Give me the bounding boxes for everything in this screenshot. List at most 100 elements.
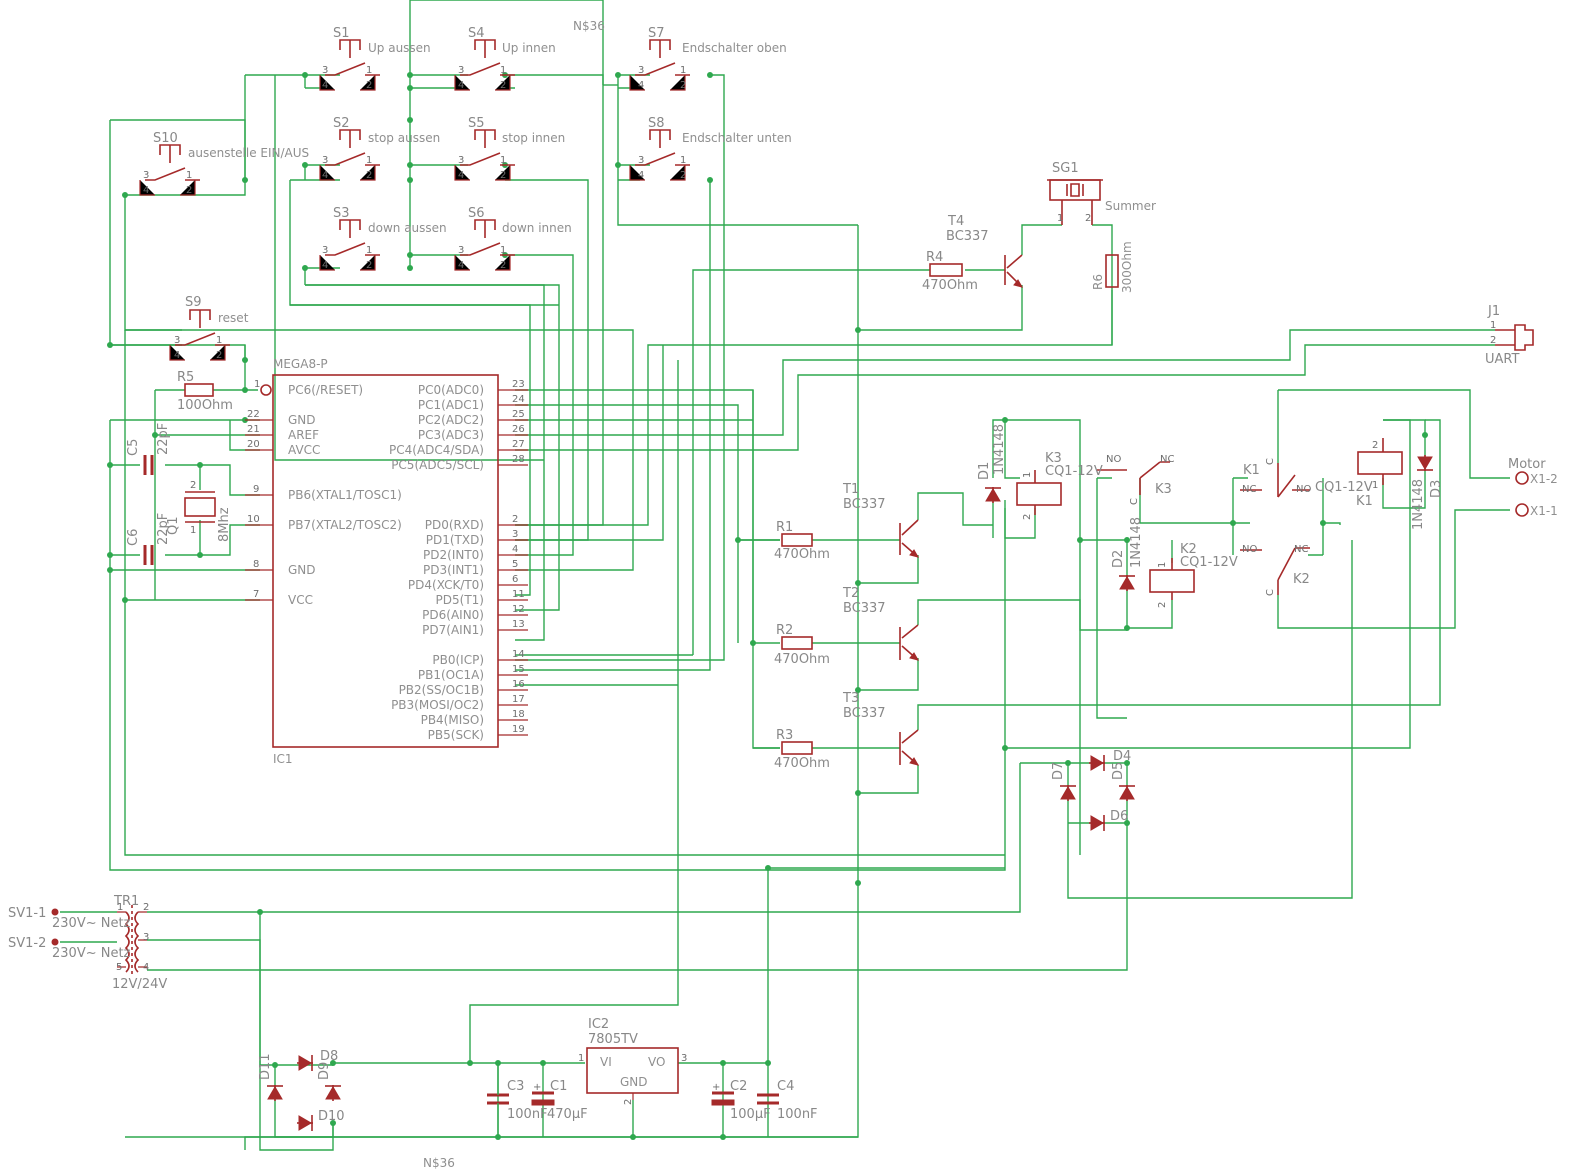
ic1-rpin-name-9: PD3(INT1) bbox=[423, 563, 484, 577]
s4-pin2: 2 bbox=[500, 80, 506, 91]
ic1-lpin-name-3: AVCC bbox=[288, 443, 320, 457]
ic1-rpin-name-11: PD5(T1) bbox=[436, 593, 484, 607]
switch-s8: S8 Endschalter unten 3 1 4 2 bbox=[629, 116, 792, 181]
switch-s10: S10 ausenstelle EIN/AUS 3 1 4 2 bbox=[139, 131, 309, 196]
d6-name: D6 bbox=[1110, 809, 1128, 824]
s10-name: S10 bbox=[153, 131, 178, 146]
switch-s6: S6 down innen 3 1 4 2 bbox=[454, 206, 572, 271]
s5-label: stop innen bbox=[502, 131, 565, 145]
s5-pin3: 3 bbox=[458, 155, 464, 166]
t1-name: T1 bbox=[842, 482, 859, 497]
c4-value: 100nF bbox=[777, 1107, 818, 1122]
s10-pin4: 4 bbox=[143, 185, 149, 196]
ic1-rpin-name-6: PD0(RXD) bbox=[425, 518, 484, 532]
resistor-r4: R4 470Ohm bbox=[922, 250, 978, 293]
ic1-rpin-num-13: 13 bbox=[512, 619, 525, 630]
s10-pin2: 2 bbox=[186, 185, 192, 196]
j1-value: UART bbox=[1485, 352, 1519, 367]
ic1-rpin-num-19: 19 bbox=[512, 724, 525, 735]
capacitor-c6: C6 22pF bbox=[126, 513, 171, 565]
s4-label: Up innen bbox=[502, 41, 556, 55]
k1-coil-pin2: 2 bbox=[1372, 440, 1378, 451]
s3-pin2: 2 bbox=[366, 260, 372, 271]
tr1-name: TR1 bbox=[113, 894, 139, 909]
diode-d11: D11 bbox=[258, 1053, 284, 1102]
d3-name: D3 bbox=[1429, 480, 1444, 498]
ic1-rpin-num-0: 23 bbox=[512, 379, 525, 390]
s1-pin3: 3 bbox=[322, 65, 328, 76]
d7-name: D7 bbox=[1051, 762, 1066, 780]
relay-k2: K2 CQ1-12V 1 2 NO NC C K2 bbox=[1149, 542, 1310, 608]
switch-s9: S9 reset 3 1 4 2 bbox=[169, 295, 249, 361]
ic1-rpin-name-4: PC4(ADC4/SDA) bbox=[389, 443, 484, 457]
ic2-gnd: GND bbox=[620, 1075, 648, 1089]
tr1-value: 12V/24V bbox=[112, 977, 167, 992]
ic1-rpin-name-7: PD1(TXD) bbox=[426, 533, 484, 547]
k3-coil-pin2: 2 bbox=[1022, 514, 1033, 520]
ic1-rpin-name-14: PB0(ICP) bbox=[432, 653, 484, 667]
s8-pin1: 1 bbox=[680, 155, 686, 166]
k2-c: C bbox=[1265, 589, 1276, 596]
s4-pin1: 1 bbox=[500, 65, 506, 76]
connector-j1: J1 UART 1 2 bbox=[1485, 304, 1534, 367]
c6-name: C6 bbox=[126, 529, 141, 546]
ic1-value: MEGA8-P bbox=[273, 357, 328, 371]
k3-nc: NC bbox=[1160, 454, 1174, 465]
c1-plus-icon: + bbox=[533, 1082, 541, 1093]
regulator-ic2: IC2 7805TV 1 3 2 VI VO GND bbox=[578, 1017, 687, 1105]
transistor-t2: T2 BC337 bbox=[842, 586, 920, 661]
r5-name: R5 bbox=[177, 370, 194, 385]
tr1-pin1: 1 bbox=[117, 902, 123, 913]
junctions bbox=[107, 72, 1428, 1140]
diode-d4: D4 bbox=[1088, 749, 1131, 772]
ic1-rpin-num-6: 2 bbox=[512, 514, 518, 525]
q1-name: Q1 bbox=[166, 516, 181, 535]
s9-pin3: 3 bbox=[174, 335, 180, 346]
t4-name: T4 bbox=[947, 214, 964, 229]
ic1-rpin-num-18: 18 bbox=[512, 709, 525, 720]
t3-value: BC337 bbox=[843, 706, 886, 721]
sv1-2-label: SV1-2 bbox=[8, 936, 46, 951]
motor-x12: X1-2 bbox=[1530, 472, 1558, 486]
transformer-tr1: TR1 12V/24V 230V~ Netz 230V~ Netz 1 2 3 … bbox=[52, 894, 167, 992]
s6-label: down innen bbox=[502, 221, 572, 235]
k1-coil-pin1: 1 bbox=[1372, 480, 1378, 491]
diode-d5: D5 bbox=[1111, 762, 1136, 802]
r2-value: 470Ohm bbox=[774, 652, 830, 667]
motor-terminals: Motor X1-2 X1-1 bbox=[1508, 457, 1558, 518]
t2-value: BC337 bbox=[843, 601, 886, 616]
s10-label: ausenstelle EIN/AUS bbox=[188, 146, 309, 160]
ic1-rpin-name-18: PB4(MISO) bbox=[421, 713, 484, 727]
ic1-mega8: MEGA8-P IC1 1 PC6(/RESET) 22 GND 21 AREF… bbox=[245, 357, 528, 766]
s2-pin4: 4 bbox=[322, 170, 328, 181]
diode-d9: D9 bbox=[317, 1062, 342, 1102]
resistor-r1: R1 470Ohm bbox=[774, 520, 830, 562]
c2-plus-icon: + bbox=[712, 1082, 720, 1093]
resistor-r3: R3 470Ohm bbox=[774, 728, 830, 771]
k1-nc: NC bbox=[1242, 484, 1256, 495]
resistor-r6: R6 300Ohm bbox=[1091, 241, 1134, 293]
ic1-rpin-name-5: PC5(ADC5/SCL) bbox=[391, 458, 484, 472]
d4-name: D4 bbox=[1113, 749, 1131, 764]
ic1-rpin-name-10: PD4(XCK/T0) bbox=[408, 578, 484, 592]
capacitor-c3: C3 100nF bbox=[487, 1063, 548, 1137]
motor-x11: X1-1 bbox=[1530, 504, 1558, 518]
s1-name: S1 bbox=[333, 26, 350, 41]
ic1-rpin-num-15: 15 bbox=[512, 664, 525, 675]
ic1-rpin-num-9: 5 bbox=[512, 559, 518, 570]
r1-value: 470Ohm bbox=[774, 547, 830, 562]
r6-value: 300Ohm bbox=[1120, 241, 1134, 293]
s4-pin3: 3 bbox=[458, 65, 464, 76]
r1-name: R1 bbox=[776, 520, 793, 535]
net-label-bottom: N$36 bbox=[423, 1156, 455, 1170]
relay-k1: K1 CQ1-12V K1 2 1 NC NO C bbox=[1240, 438, 1403, 509]
s8-label: Endschalter unten bbox=[682, 131, 792, 145]
d11-name: D11 bbox=[258, 1053, 273, 1080]
s9-pin4: 4 bbox=[174, 350, 180, 361]
ic1-lpin-name-5: PB7(XTAL2/TOSC2) bbox=[288, 518, 402, 532]
s7-label: Endschalter oben bbox=[682, 41, 787, 55]
k2-nc: NC bbox=[1294, 544, 1308, 555]
ic1-lpin-name-2: AREF bbox=[288, 428, 319, 442]
k2-name-2: K2 bbox=[1293, 572, 1310, 587]
